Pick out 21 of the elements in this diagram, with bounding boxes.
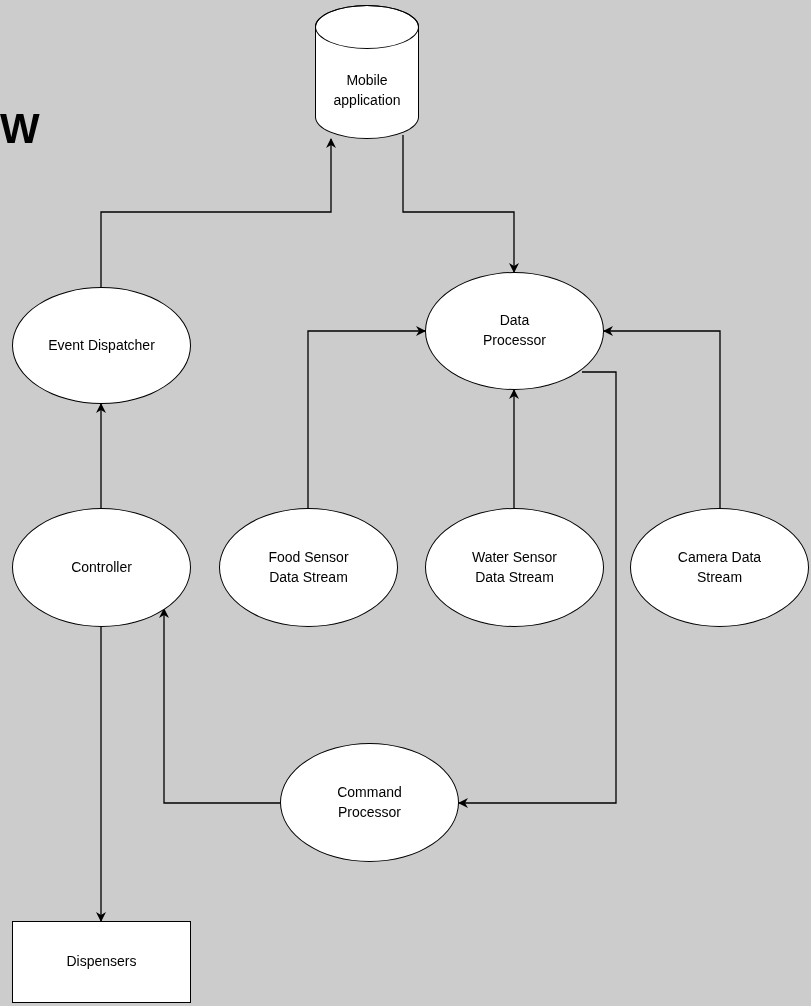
arrow	[100, 138, 336, 288]
node-label: Camera Data Stream	[676, 547, 763, 587]
arrow	[458, 371, 617, 808]
node-label: Event Dispatcher	[48, 335, 155, 355]
arrow	[96, 626, 106, 922]
title-fragment: W	[0, 108, 40, 150]
arrow	[307, 326, 426, 509]
entity-box	[12, 921, 191, 1003]
database-cylinder	[315, 5, 419, 139]
arrow	[96, 403, 106, 509]
node-label: Water Sensor Data Stream	[470, 547, 559, 587]
node-label: Command Processor	[336, 782, 403, 822]
node-label: Food Sensor Data Stream	[267, 547, 350, 587]
arrow	[509, 389, 519, 509]
arrow	[402, 134, 519, 273]
arrow	[603, 326, 721, 509]
node-label: Mobile application	[332, 71, 402, 110]
node-label: Dispensers	[66, 952, 137, 972]
arrow	[159, 608, 281, 804]
node-label: Controller	[71, 557, 132, 577]
node-label: Data Processor	[482, 311, 547, 350]
